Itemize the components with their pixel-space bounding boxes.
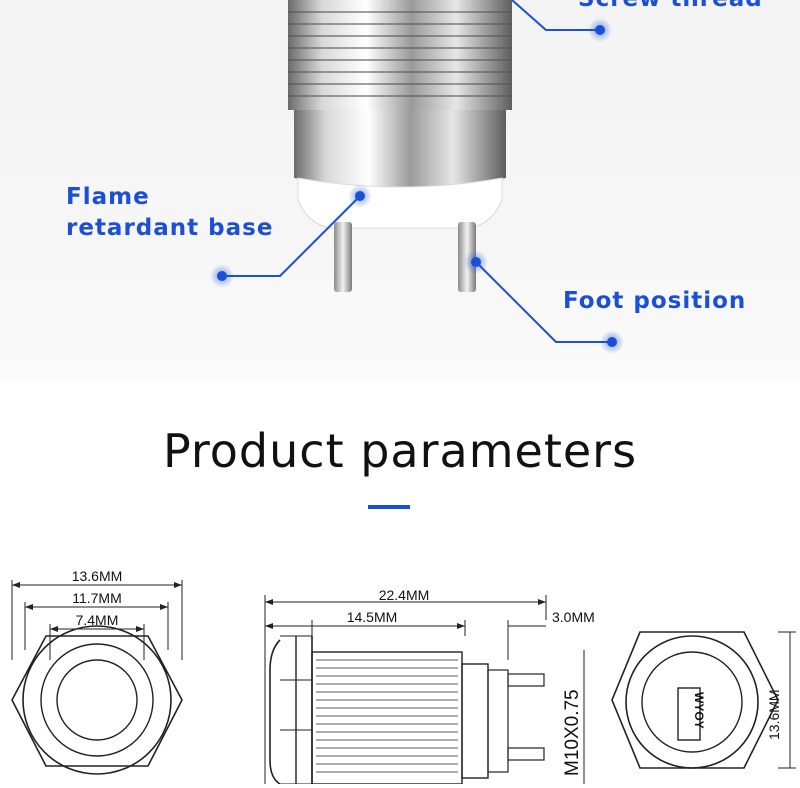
product-photo: [0, 0, 800, 380]
front-view: [11, 580, 183, 775]
leader-foot-position: [475, 261, 612, 343]
white-base: [297, 177, 503, 229]
callout-flame-base-line1: Flame: [66, 184, 150, 210]
section-title: Product parameters: [162, 424, 638, 478]
dim-side-thread: 14.5MM: [347, 609, 398, 625]
dim-side-total: 22.4MM: [379, 587, 430, 603]
dimension-arrows: [12, 582, 546, 632]
callout-flame-base-line2: retardant base: [66, 215, 274, 241]
dimension-drawings-svg: 13.6MM 11.7MM 7.4MM 22.4MM 14.5MM 3.0MM …: [11, 568, 796, 785]
callout-screw-thread: Screw thread: [578, 0, 763, 15]
back-view: [611, 631, 796, 769]
leader-flame-base: [222, 195, 361, 277]
dim-side-thread-spec: M10X0.75: [562, 689, 583, 776]
dim-front-middle: 11.7MM: [72, 590, 122, 606]
title-underline: [368, 505, 410, 509]
technical-drawings: 13.6MM 11.7MM 7.4MM 22.4MM 14.5MM 3.0MM …: [0, 540, 800, 785]
dot-pin-top: [471, 257, 481, 267]
dot-base-top: [355, 191, 365, 201]
dim-front-inner: 7.4MM: [76, 612, 119, 628]
dim-side-pin: 3.0MM: [552, 609, 595, 625]
push-button-switch-photo: [210, 0, 624, 354]
thread-body: [288, 0, 512, 110]
leader-screw-thread: [511, 0, 598, 31]
dot-foot-position: [607, 337, 617, 347]
pin-left: [334, 222, 352, 292]
dot-screw-thread: [595, 25, 605, 35]
dim-back-height: 13.6MM: [766, 689, 782, 740]
side-view: [264, 595, 585, 785]
dim-front-outer: 13.6MM: [72, 568, 123, 584]
callout-foot-position: Foot position: [563, 288, 747, 314]
brand-mark: WYOY: [692, 692, 706, 729]
dot-flame-base: [217, 271, 227, 281]
collar: [294, 110, 506, 187]
